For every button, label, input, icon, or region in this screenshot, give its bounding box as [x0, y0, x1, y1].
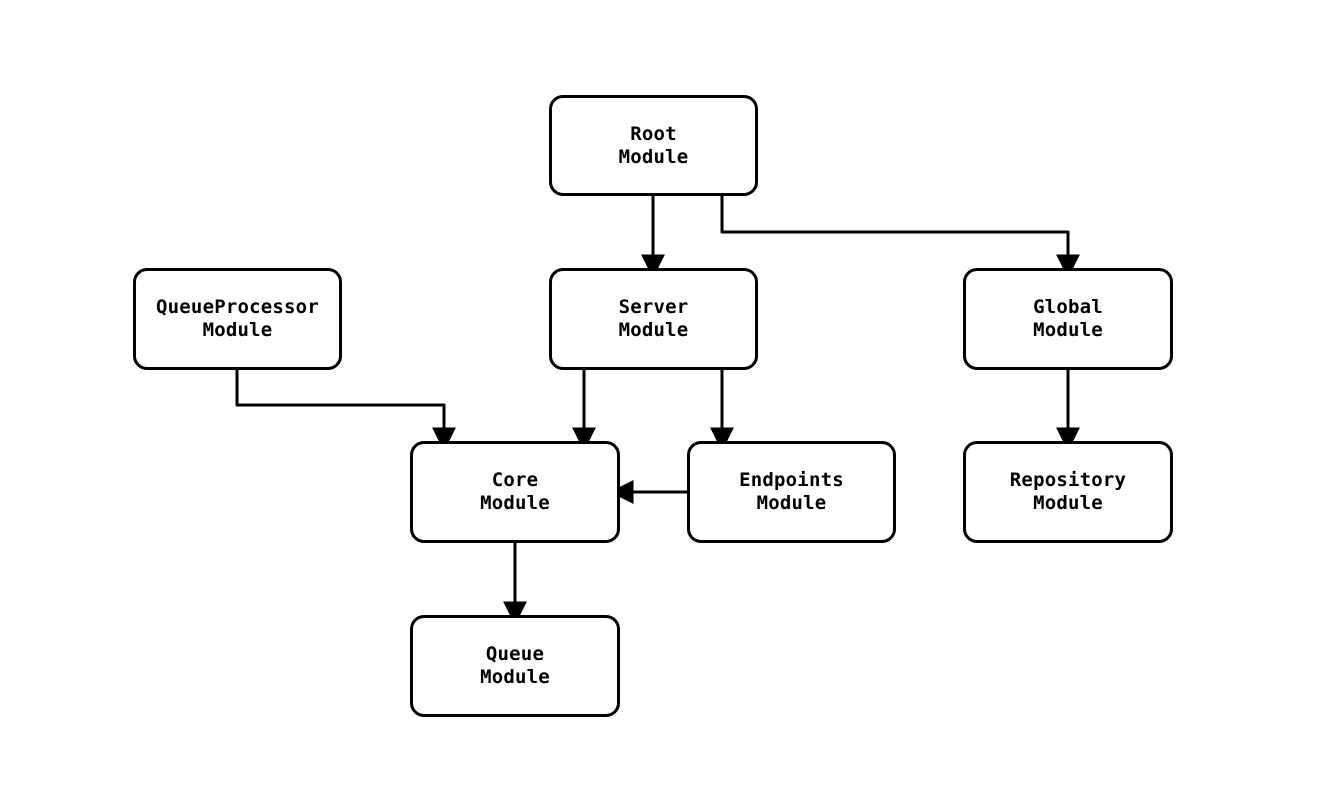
node-queue[interactable]: Queue Module	[410, 615, 620, 717]
node-core-label: Core Module	[480, 469, 550, 514]
node-global[interactable]: Global Module	[963, 268, 1173, 370]
node-queueprocessor[interactable]: QueueProcessor Module	[133, 268, 342, 370]
node-repository-label: Repository Module	[1009, 469, 1127, 514]
node-global-label: Global Module	[1033, 296, 1103, 341]
node-queueprocessor-label: QueueProcessor Module	[156, 296, 319, 341]
node-core[interactable]: Core Module	[410, 441, 620, 543]
node-root-label: Root Module	[618, 122, 689, 168]
node-server[interactable]: Server Module	[549, 268, 758, 370]
node-endpoints[interactable]: Endpoints Module	[687, 441, 896, 543]
node-endpoints-label: Endpoints Module	[739, 469, 844, 514]
node-server-label: Server Module	[618, 296, 689, 341]
edge-root-global	[720, 196, 1080, 279]
node-queue-label: Queue Module	[480, 643, 550, 688]
node-repository[interactable]: Repository Module	[963, 441, 1173, 543]
edge-queueprocessor-core	[235, 370, 456, 452]
node-root[interactable]: Root Module	[549, 95, 758, 196]
